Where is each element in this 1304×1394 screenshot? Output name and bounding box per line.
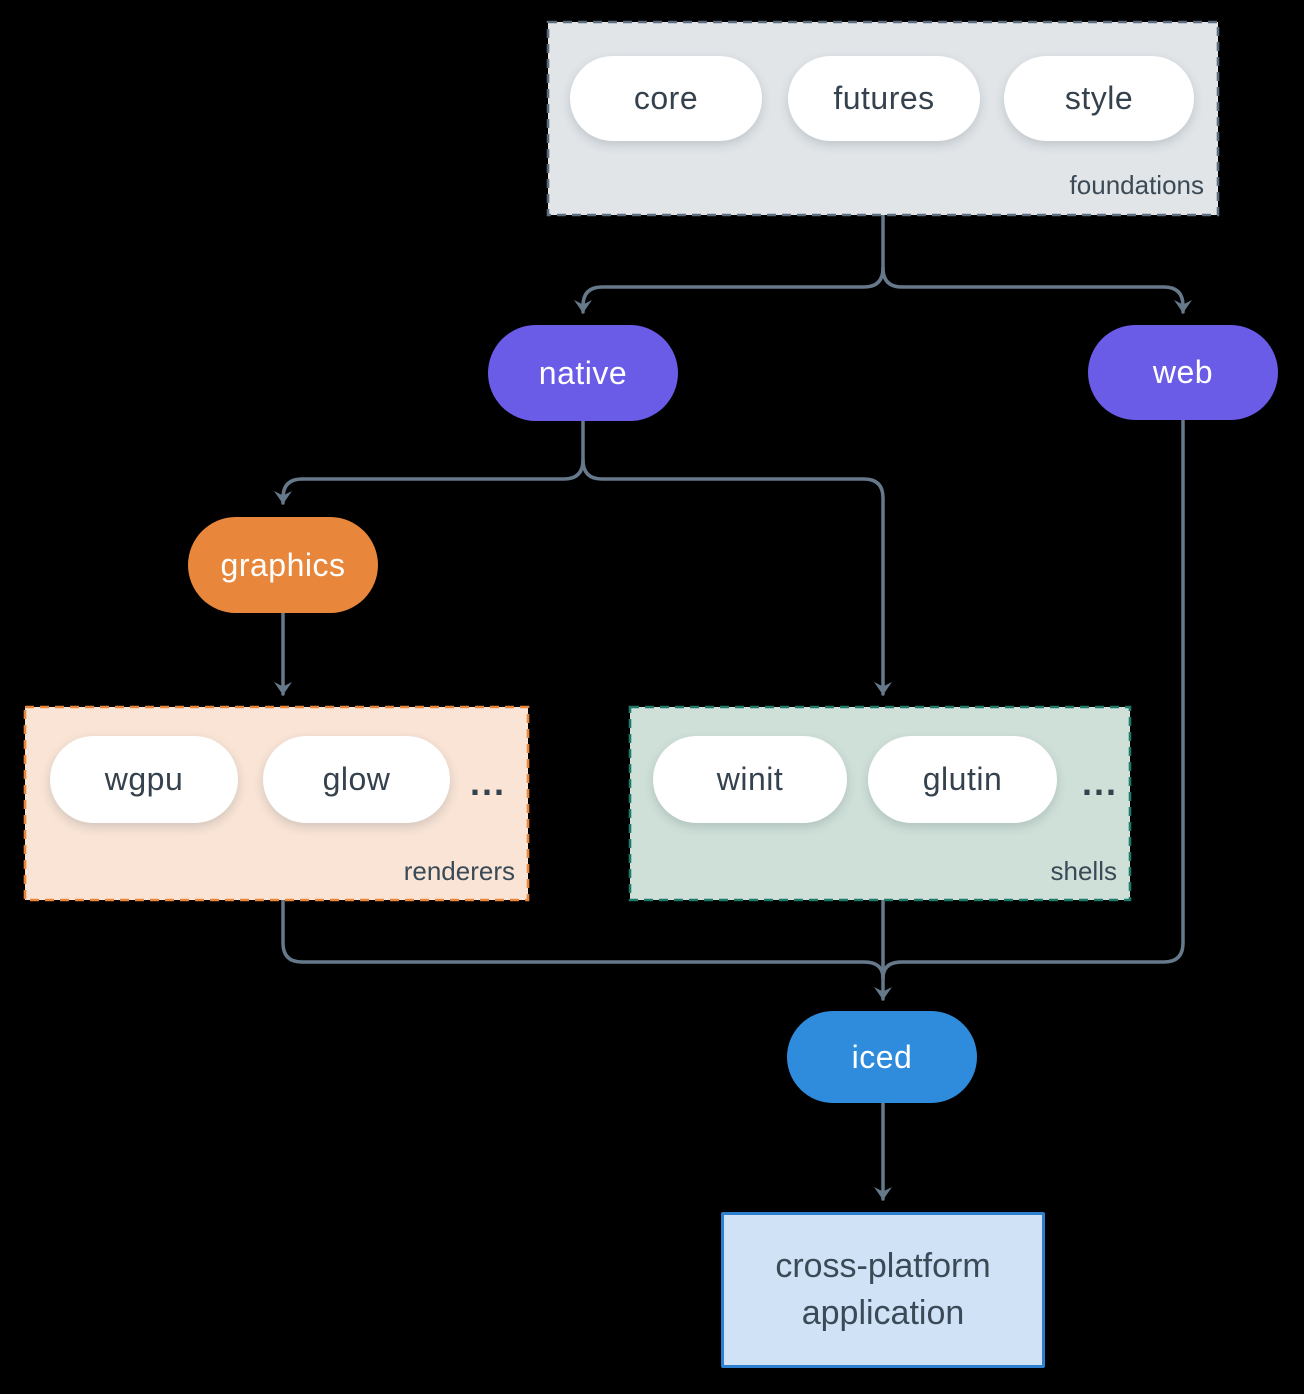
node-iced: iced xyxy=(787,1011,977,1103)
node-web-label: web xyxy=(1152,354,1214,390)
node-graphics-label: graphics xyxy=(220,546,346,583)
application-label: cross-platform application xyxy=(775,1247,991,1332)
node-core: core xyxy=(570,56,762,141)
shells-ellipsis: ... xyxy=(1082,762,1119,803)
node-wgpu-label: wgpu xyxy=(104,761,184,797)
node-style: style xyxy=(1004,56,1194,141)
edge-native-graphics xyxy=(274,419,585,505)
application-node: cross-platform application xyxy=(721,1212,1045,1368)
node-native: native xyxy=(488,325,678,421)
edge-renderers-merge xyxy=(281,898,885,980)
node-futures: futures xyxy=(788,56,980,141)
node-wgpu: wgpu xyxy=(50,736,238,823)
node-winit: winit xyxy=(653,736,847,823)
node-core-label: core xyxy=(633,80,699,116)
node-glutin-label: glutin xyxy=(922,761,1003,797)
node-winit-label: winit xyxy=(716,761,784,797)
node-glow: glow xyxy=(263,736,450,823)
renderers-ellipsis: ... xyxy=(470,762,507,803)
node-web: web xyxy=(1088,325,1278,420)
edge-foundations-web xyxy=(881,266,1192,314)
node-glow-label: glow xyxy=(322,761,391,797)
edge-foundations-native xyxy=(574,213,885,314)
shells-label: shells xyxy=(1050,856,1117,886)
foundations-label: foundations xyxy=(1069,170,1204,200)
node-iced-label: iced xyxy=(851,1038,913,1075)
node-style-label: style xyxy=(1064,80,1134,116)
edge-native-shells xyxy=(581,458,892,696)
node-graphics: graphics xyxy=(188,517,378,613)
node-glutin: glutin xyxy=(868,736,1057,823)
renderers-label: renderers xyxy=(403,856,515,886)
node-native-label: native xyxy=(538,354,628,391)
node-futures-label: futures xyxy=(833,80,935,116)
